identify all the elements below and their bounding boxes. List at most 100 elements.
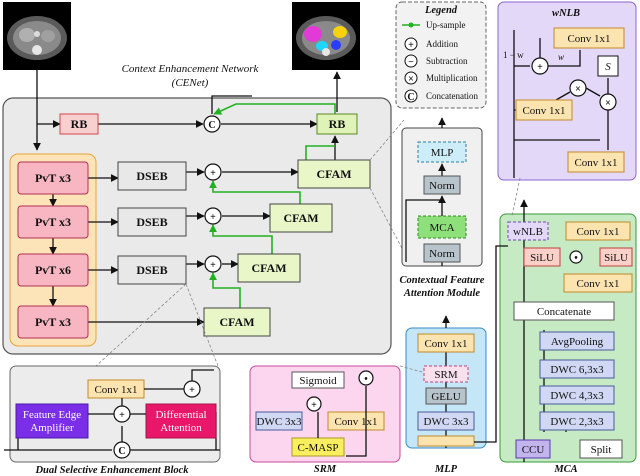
dseb-concat-symbol (113, 441, 131, 459)
pvt-box-1 (17, 161, 89, 195)
legend-add-icon: + (404, 37, 418, 51)
mca-avgpooling-box (539, 331, 615, 351)
svg-text:C-MASP: C-MASP (298, 442, 339, 454)
cfam-mlp-box (417, 141, 467, 163)
svg-text:Conv 1x1: Conv 1x1 (424, 338, 467, 350)
cfam-box-1 (297, 159, 371, 189)
svg-text:SiLU: SiLU (530, 252, 554, 264)
add-symbol-2: + (204, 207, 222, 225)
legend-upsample: Up-sample (426, 20, 466, 30)
wnlb-label-w: w (558, 52, 564, 62)
svg-text:Sigmoid: Sigmoid (299, 375, 337, 387)
cfam-caption-line2: Attention Module (403, 288, 480, 299)
svg-text:Conv 1x1: Conv 1x1 (576, 278, 619, 290)
svg-text:C: C (208, 120, 215, 131)
svg-text:DWC 6,3x3: DWC 6,3x3 (550, 364, 604, 376)
srm-container (249, 365, 401, 463)
pvt-box-3 (17, 253, 89, 287)
svg-text:CFAM: CFAM (283, 211, 318, 225)
svg-text:SRM: SRM (434, 369, 457, 381)
svg-text:PvT x3: PvT x3 (35, 315, 71, 329)
pvt-box-2 (17, 205, 89, 239)
svg-text:Conv 1x1: Conv 1x1 (574, 157, 617, 169)
legend-box (395, 1, 487, 109)
srm-dwc-box (255, 411, 303, 431)
mlp-gelu-box (425, 387, 467, 405)
mca-ccu-box (515, 439, 551, 459)
input-ct-image (3, 2, 71, 70)
cenet-title: Context Enhancement Network (122, 63, 260, 75)
mlp-conv-top (417, 333, 475, 353)
wnlb-conv-bottom (567, 151, 625, 173)
svg-text:MLP: MLP (431, 147, 454, 159)
mca-silu-left (523, 247, 561, 267)
srm-dot-symbol (358, 370, 374, 386)
svg-text:+: + (408, 40, 414, 51)
svg-text:PvT x3: PvT x3 (35, 215, 71, 229)
mca-split-box (579, 439, 623, 459)
add-symbol-1: + (204, 163, 222, 181)
mca-dot-symbol (569, 250, 583, 264)
svg-text:Attention: Attention (160, 422, 202, 434)
svg-text:−: − (408, 57, 414, 68)
svg-text:DWC 2,3x3: DWC 2,3x3 (550, 416, 604, 428)
svg-text:MCA: MCA (429, 222, 454, 234)
mca-silu-right (599, 247, 633, 267)
mlp-caption: MLP (434, 464, 458, 475)
cfam-norm-top (423, 175, 461, 195)
cfam-caption-line1: Contextual Feature (400, 275, 485, 286)
cenet-container (2, 97, 392, 355)
svg-text:DSEB: DSEB (136, 215, 167, 229)
svg-text:Conv 1x1: Conv 1x1 (567, 33, 610, 45)
svg-text:DWC 4,3x3: DWC 4,3x3 (550, 390, 604, 402)
add-symbol-3: + (204, 255, 222, 273)
srm-conv-box (327, 411, 385, 431)
srm-add-symbol (306, 396, 322, 412)
srm-caption: SRM (314, 464, 337, 475)
svg-text:+: + (537, 62, 543, 73)
mca-dwc23-box (539, 411, 615, 431)
svg-text:Concatenate: Concatenate (537, 306, 591, 318)
mca-conv-mid (563, 273, 633, 293)
legend-title: Legend (424, 5, 458, 16)
mca-concatenate-box (513, 301, 615, 321)
svg-text:+: + (210, 168, 216, 179)
wnlb-s-box (597, 55, 619, 77)
svg-text:Amplifier: Amplifier (30, 422, 74, 434)
cfam-box-3 (237, 253, 301, 283)
wnlb-conv-mid (515, 99, 573, 121)
srm-sigmoid-box (291, 371, 345, 389)
svg-text:×: × (605, 98, 611, 109)
cfam-mca-box (417, 215, 467, 239)
svg-text:CFAM: CFAM (251, 261, 286, 275)
svg-text:CFAM: CFAM (219, 315, 254, 329)
svg-text:•: • (574, 253, 578, 264)
svg-text:Norm: Norm (429, 248, 455, 260)
svg-text:C: C (407, 92, 414, 103)
svg-text:CFAM: CFAM (316, 167, 351, 181)
svg-text:+: + (210, 212, 216, 223)
mlp-conv-bottom (417, 435, 475, 447)
wnlb-label-1w: 1 − w (503, 50, 524, 60)
svg-text:CCU: CCU (522, 444, 545, 456)
output-segmentation-image (292, 2, 360, 70)
mlp-dwc-box (417, 411, 475, 431)
legend-concatenation: Concatenation (426, 91, 478, 101)
svg-text:GELU: GELU (431, 391, 460, 403)
mca-dwc43-box (539, 385, 615, 405)
svg-text:Feature Edge: Feature Edge (23, 409, 81, 421)
svg-text:+: + (210, 260, 216, 271)
svg-text:×: × (575, 84, 581, 95)
svg-text:Conv 1x1: Conv 1x1 (576, 226, 619, 238)
pvt-box-4 (17, 305, 89, 339)
dseb-caption: Dual Selective Enhancement Block (34, 465, 189, 476)
feature-edge-amplifier-box (15, 403, 89, 439)
svg-text:Split: Split (591, 444, 612, 456)
svg-text:PvT x3: PvT x3 (35, 171, 71, 185)
dseb-box-3 (117, 255, 187, 285)
rb-right-label: RB (329, 117, 346, 131)
legend-mul-icon: × (404, 71, 418, 85)
differential-attention-box (145, 403, 217, 439)
svg-text:×: × (408, 74, 414, 85)
